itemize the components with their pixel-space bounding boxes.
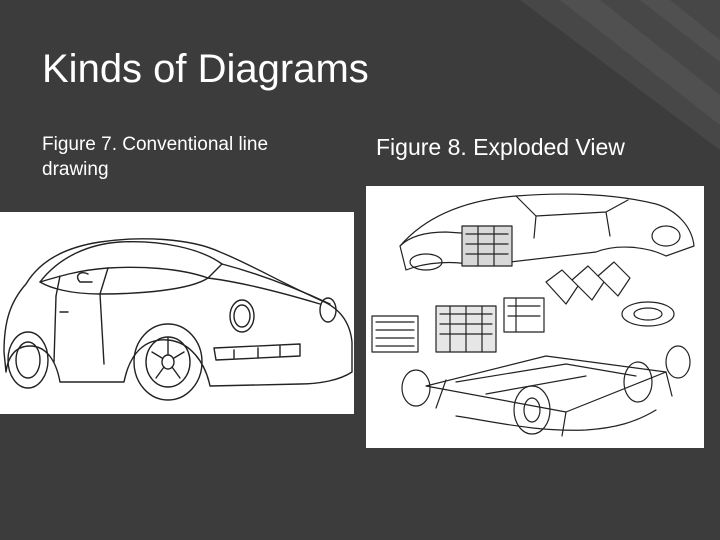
figure-7-caption: Figure 7. Conventional line drawing [42,134,269,180]
car-exploded-view [366,186,704,448]
figure-8-caption: Figure 8. Exploded View [376,134,625,160]
slide-title: Kinds of Diagrams [42,47,369,91]
car-line-drawing [0,212,354,414]
